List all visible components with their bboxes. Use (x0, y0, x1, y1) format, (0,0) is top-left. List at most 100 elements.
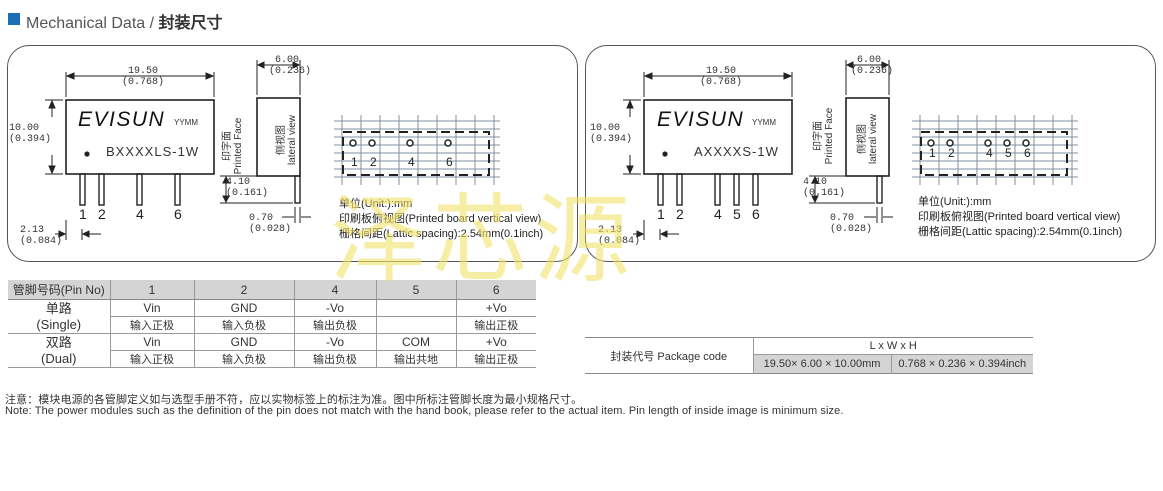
row-label-dual: 双路 (Dual) (8, 333, 110, 368)
board-line: 印刷板俯视图(Printed board vertical view) (339, 213, 542, 225)
single-grid-pin-6: 6 (446, 155, 453, 169)
dual-pin-2-label: 2 (676, 206, 684, 222)
dual-grid-pin-2: 2 (948, 146, 955, 160)
single-height-dim: 10.00 (0.394) (9, 123, 51, 145)
table-cell: 输出共地 (375, 350, 456, 368)
table-row: 单路 (Single) Vin GND -Vo +Vo (8, 299, 536, 334)
row-label-cn: 双路 (45, 334, 72, 350)
side-view-en: lateral view (868, 113, 879, 165)
single-length-dim: 19.50 (0.768) (118, 66, 168, 88)
table-cell: 输出正极 (455, 316, 536, 334)
grid-line: 栅格间距(Lattic spacing):2.54mm(0.1inch) (918, 226, 1123, 238)
dual-pin-1-label: 1 (657, 206, 665, 222)
dual-pin-5-label: 5 (733, 206, 741, 222)
dim-value-inch: (0.161) (803, 188, 846, 199)
package-dims-header: L x W x H (752, 337, 1033, 355)
unit-line: 单位(Unit:):mm (339, 198, 413, 210)
single-pin-1-label: 1 (79, 206, 87, 222)
dual-grid-pin-1: 1 (929, 146, 936, 160)
table-row: 输入正极 输入负极 输出负极 输出正极 (8, 316, 536, 334)
dim-value: 2.13 (20, 225, 45, 236)
dim-value: 2.13 (598, 225, 623, 236)
dim-value-inch: (0.236) (851, 66, 894, 77)
single-date-code: YYMM (174, 118, 198, 127)
row-label-en: (Dual) (41, 350, 77, 366)
printed-face-cn: 印字面 (813, 121, 824, 151)
table-cell: 输入正极 (109, 350, 194, 368)
pin-definition-table: 管脚号码(Pin No) 1 2 4 5 6 单路 (Single) Vin G… (8, 280, 536, 368)
dim-value: 10.00 (590, 123, 621, 134)
table-row: 输入正极 输入负极 输出负极 输出共地 输出正极 (8, 350, 536, 368)
dual-pin-length-dim: 4.10 (0.161) (803, 177, 845, 199)
single-pin-width-dim: 0.70 (0.028) (249, 213, 291, 235)
dim-value: 4.10 (803, 177, 828, 188)
dual-length-dim: 19.50 (0.768) (696, 66, 746, 88)
single-pin-6-label: 6 (174, 206, 182, 222)
dual-model-label: AXXXXS-1W (694, 144, 779, 159)
dual-grid-pin-4: 4 (986, 146, 993, 160)
dim-value: 6.00 (274, 55, 299, 66)
package-dims-inch: 0.768 × 0.236 × 0.394inch (890, 354, 1033, 374)
package-code-label: 封装代号 Package code (610, 350, 728, 363)
printed-face-en: Printed Face (824, 107, 835, 165)
row-label-en: (Single) (36, 316, 82, 332)
note-en: Note: The power modules such as the defi… (5, 405, 844, 417)
table-cell: Vin (109, 299, 194, 317)
dual-pin-4-label: 4 (714, 206, 722, 222)
package-code-table: 封装代号 Package code L x W x H 19.50× 6.00 … (585, 337, 1033, 374)
dual-grid-pin-5: 5 (1005, 146, 1012, 160)
single-width-dim: 6.00 (0.236) (269, 55, 311, 77)
board-line: 印刷板俯视图(Printed board vertical view) (918, 211, 1121, 223)
single-grid-pin-1: 1 (351, 155, 358, 169)
dual-grid-pin-6: 6 (1024, 146, 1031, 160)
single-pin-length-dim: 4.10 (0.161) (226, 177, 268, 199)
header-accent-square (8, 13, 20, 25)
table-cell: 输入正极 (109, 316, 194, 334)
table-cell: -Vo (293, 299, 376, 317)
header-cell: 5 (375, 280, 456, 300)
single-mechanical-drawing (45, 60, 500, 240)
header-cell: 4 (293, 280, 376, 300)
header-cell: 2 (193, 280, 294, 300)
unit-line: 单位(Unit:):mm (918, 196, 992, 208)
dim-value-inch: (0.394) (590, 134, 633, 145)
side-view-cn: 侧视图 (276, 125, 287, 155)
dim-value-inch: (0.084) (598, 236, 641, 247)
header-cell: 6 (455, 280, 536, 300)
single-pitch-dim: 2.13 (0.084) (20, 225, 62, 247)
table-cell: 输出正极 (455, 350, 536, 368)
table-cell: 输出负极 (293, 350, 376, 368)
table-row: 双路 (Dual) Vin GND -Vo COM +Vo (8, 333, 536, 368)
dual-side-view-label: 侧视图 lateral view (857, 107, 879, 171)
section-title-separator: / (149, 15, 155, 32)
single-pin-4-label: 4 (136, 206, 144, 222)
grid-line: 栅格间距(Lattic spacing):2.54mm(0.1inch) (339, 228, 544, 240)
table-cell: 输入负极 (193, 316, 294, 334)
single-side-view-label: 侧视图 lateral view (276, 108, 298, 172)
table-cell (375, 316, 456, 334)
printed-face-en: Printed Face (233, 117, 244, 175)
section-title-en: Mechanical Data (26, 15, 146, 32)
single-model-label: BXXXXLS-1W (106, 144, 200, 159)
note-cn: 注意：模块电源的各管脚定义如与选型手册不符，应以实物标签上的标注为准。图中所标注… (5, 394, 583, 406)
dual-brand-logo: EVISUN (657, 108, 745, 131)
dim-value: 19.50 (705, 66, 736, 77)
printed-face-cn: 印字面 (222, 131, 233, 161)
table-cell: Vin (109, 333, 194, 351)
dim-value: 4.10 (226, 177, 251, 188)
row-label-single: 单路 (Single) (8, 299, 110, 334)
side-view-en: lateral view (287, 114, 298, 166)
dual-mechanical-drawing (623, 60, 1078, 240)
table-cell: GND (193, 299, 294, 317)
package-dims-mm: 19.50× 6.00 × 10.00mm (752, 354, 891, 374)
dim-value: 0.70 (249, 213, 274, 224)
dual-pitch-dim: 2.13 (0.084) (598, 225, 640, 247)
dual-pin-width-dim: 0.70 (0.028) (830, 213, 872, 235)
side-view-cn: 侧视图 (857, 124, 868, 154)
single-drawing-legend: 单位(Unit:):mm 印刷板俯视图(Printed board vertic… (339, 197, 543, 242)
table-cell: GND (193, 333, 294, 351)
table-cell (375, 299, 456, 317)
single-drawing-panel (7, 45, 578, 262)
single-grid-pin-2: 2 (370, 155, 377, 169)
header-cell: 1 (109, 280, 194, 300)
